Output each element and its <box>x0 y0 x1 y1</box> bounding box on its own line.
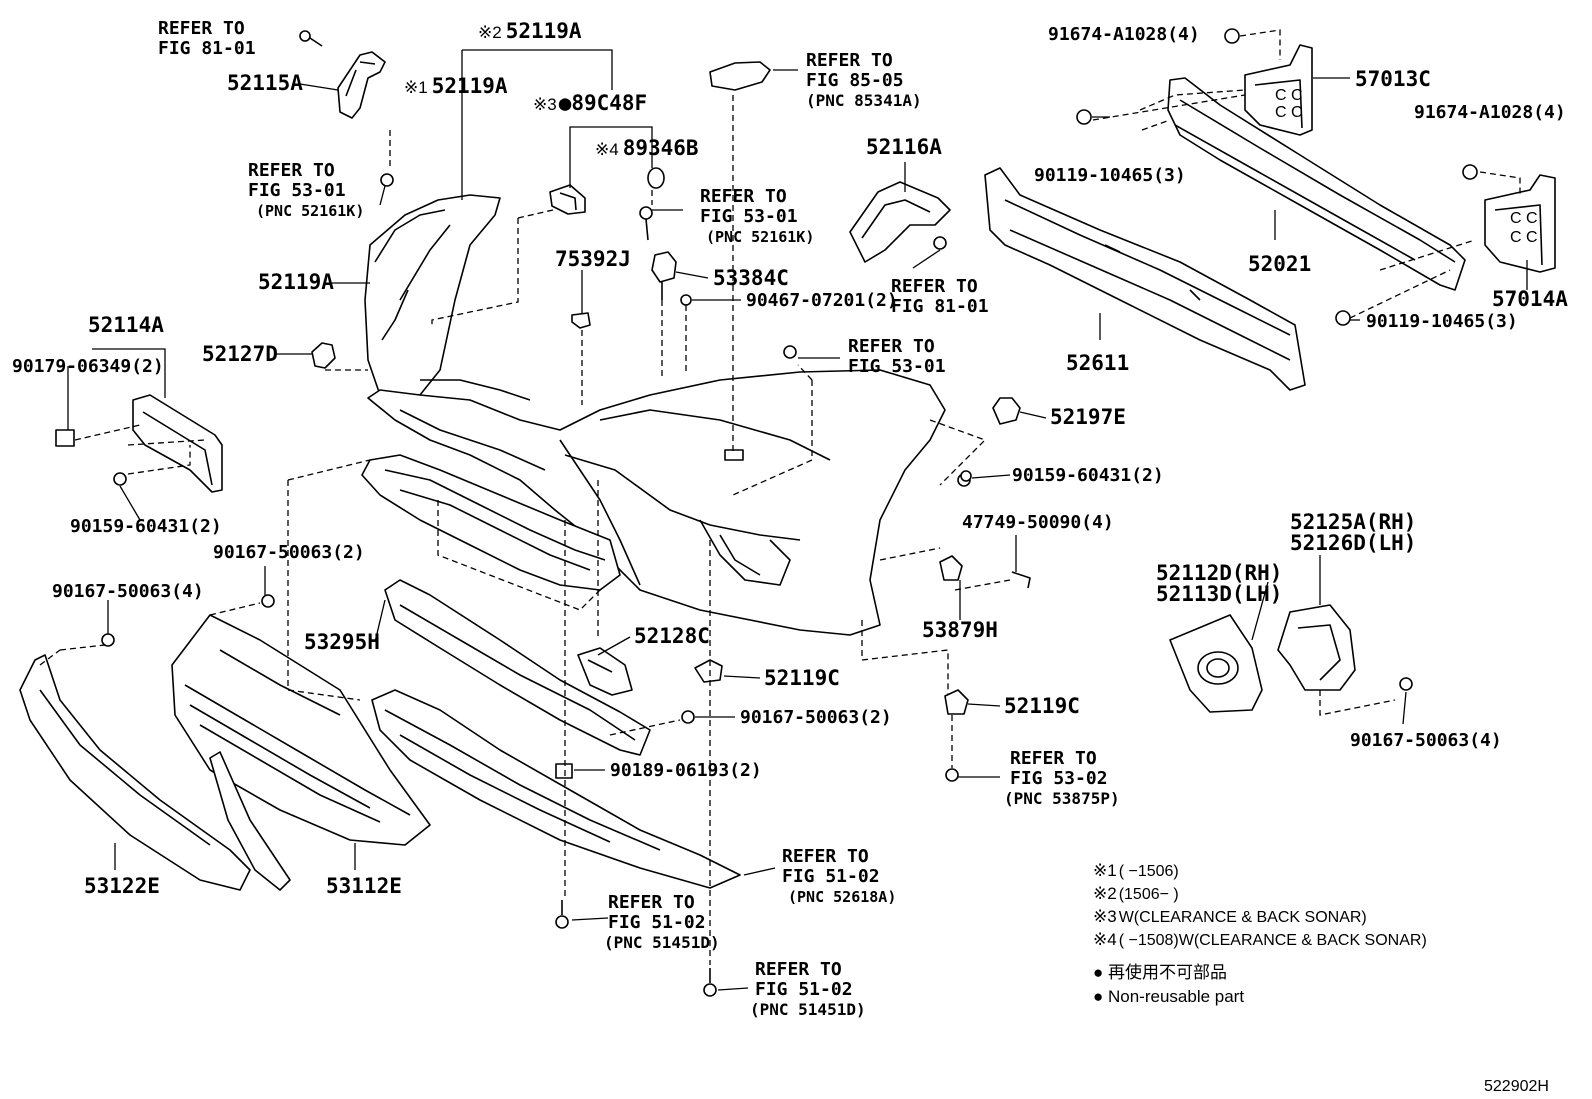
dashed-lines <box>39 29 1521 965</box>
part-89C48F-sensor <box>549 184 586 215</box>
svg-text:C C: C C <box>1275 87 1303 104</box>
part-52128C-cover <box>577 647 633 696</box>
fastener-90167-right: 90167-50063(4) <box>1350 730 1502 751</box>
callout-57014A: 57014A <box>1492 287 1568 311</box>
part-52114A-license-bracket <box>55 394 223 493</box>
part-53384C-retainer <box>639 206 692 306</box>
fastener-90467: 90467-07201(2) <box>746 290 898 311</box>
part-52116A-bracket <box>849 181 951 263</box>
part-89346B-grommet <box>647 167 665 189</box>
callout-53112E: 53112E <box>326 874 402 898</box>
part-57013C-bracket: C C C C <box>1244 44 1313 136</box>
callout-75392J: 75392J <box>555 247 631 271</box>
part-57014A-bracket: C C C C <box>1484 174 1556 273</box>
callout-53384C: 53384C <box>713 266 789 290</box>
callout-57013C: 57013C <box>1355 67 1431 91</box>
callout-52116A: 52116A <box>866 135 942 159</box>
callout-52115A: 52115A <box>227 71 303 95</box>
part-52611-absorber <box>984 167 1306 391</box>
part-bolts-upper-right <box>1076 28 1478 326</box>
callout-89C48F: ※3●89C48F <box>533 91 647 115</box>
callout-52119C-a: 52119C <box>764 666 840 690</box>
fastener-90189: 90189-06193(2) <box>610 760 762 781</box>
callout-52127D: 52127D <box>202 342 278 366</box>
callout-53879H: 53879H <box>922 618 998 642</box>
fastener-91674-top: 91674-A1028(4) <box>1048 24 1200 45</box>
fastener-91674-right: 91674-A1028(4) <box>1414 102 1566 123</box>
diagram-code: 522902H <box>1484 1078 1549 1095</box>
callout-52125A: 52125A(RH) <box>1290 510 1416 534</box>
fastener-47749: 47749-50090(4) <box>962 512 1114 533</box>
svg-text:C C: C C <box>1275 104 1303 121</box>
part-under-cover <box>371 689 741 889</box>
callout-52611: 52611 <box>1066 351 1129 375</box>
part-53879H-retainer <box>939 555 1031 589</box>
note-1: ※1( −1506) <box>1093 861 1179 880</box>
callout-52112D: 52112D(RH) <box>1156 561 1282 585</box>
fastener-90167-mid: 90167-50063(2) <box>740 707 892 728</box>
note-2: ※2(1506− ) <box>1093 884 1179 903</box>
svg-text:C C: C C <box>1510 229 1538 246</box>
fastener-90167-top: 90167-50063(2) <box>213 542 365 563</box>
callout-52113D: 52113D(LH) <box>1156 582 1282 606</box>
fastener-90119-right: 90119-10465(3) <box>1366 311 1518 332</box>
callout-53295H: 53295H <box>304 630 380 654</box>
callout-52126D: 52126D(LH) <box>1290 531 1416 555</box>
callout-53122E: 53122E <box>84 874 160 898</box>
callout-52114A: 52114A <box>88 313 164 337</box>
legend-non-reusable-en: ● Non-reusable part <box>1093 987 1244 1006</box>
callout-52119C-b: 52119C <box>1004 694 1080 718</box>
fastener-90179: 90179-06349(2) <box>12 356 164 377</box>
part-52127D-cap <box>311 342 336 369</box>
callout-52119A-side: 52119A <box>258 270 334 294</box>
part-52021-reinforcement <box>1167 77 1466 291</box>
fastener-90159-right: 90159-60431(2) <box>1012 465 1164 486</box>
part-53112E-lower-grille <box>171 594 431 846</box>
part-53295H-lower-member <box>384 579 651 756</box>
part-bumper-cover <box>364 194 946 636</box>
legend-non-reusable-jp: ● 再使用不可部品 <box>1093 962 1227 982</box>
part-52112D-fog-bezel <box>1169 614 1263 713</box>
fastener-90159-left: 90159-60431(2) <box>70 516 222 537</box>
part-75392J-clip <box>571 312 591 329</box>
part-washer-cap <box>709 61 771 91</box>
callout-52021: 52021 <box>1248 252 1311 276</box>
callout-52197E: 52197E <box>1050 405 1126 429</box>
fastener-90119-left: 90119-10465(3) <box>1034 165 1186 186</box>
part-bolts-lower <box>380 173 972 997</box>
callout-52128C: 52128C <box>634 624 710 648</box>
part-53122E-molding <box>19 633 291 891</box>
note-4: ※4( −1508)W(CLEARANCE & BACK SONAR) <box>1093 930 1427 949</box>
part-52125A-fog-bracket <box>1277 604 1413 691</box>
fastener-90167-left: 90167-50063(4) <box>52 581 204 602</box>
part-52115A-bracket <box>299 30 386 119</box>
part-52119C-clips <box>694 659 969 782</box>
leader-lines <box>67 49 1528 991</box>
svg-text:C C: C C <box>1510 210 1538 227</box>
